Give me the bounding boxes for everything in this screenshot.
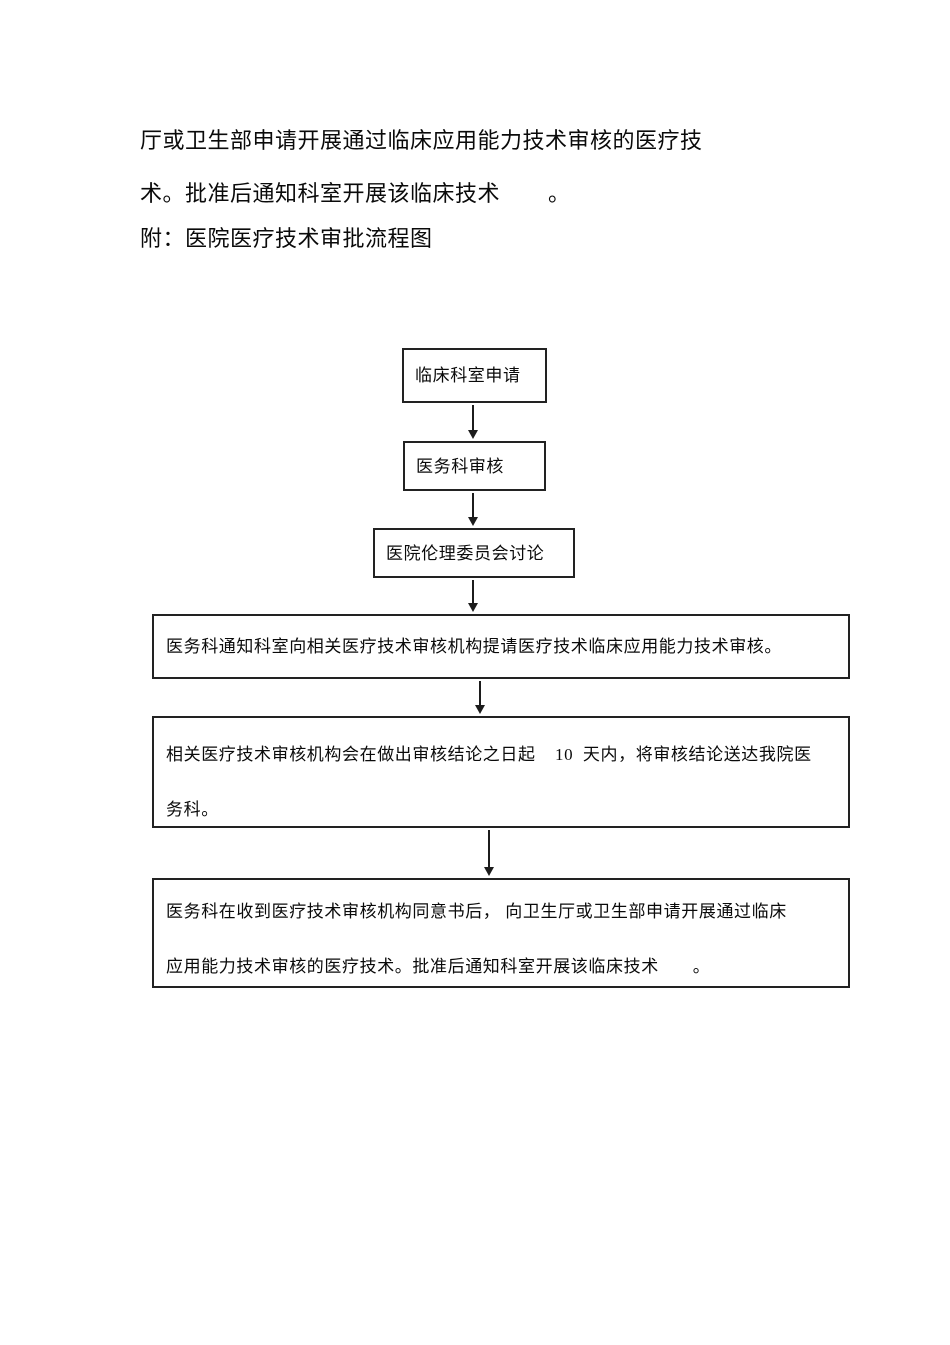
flowchart-box-apply-health-dept: 医务科在收到医疗技术审核机构同意书后， 向卫生厅或卫生部申请开展通过临床 应用能…: [152, 878, 850, 988]
flowchart-box-clinical-dept-apply: 临床科室申请: [402, 348, 547, 403]
arrow-down-icon: [484, 830, 494, 876]
body-text-line: 厅或卫生部申请开展通过临床应用能力技术审核的医疗技: [140, 128, 703, 153]
flowchart-box-review-org-conclusion: 相关医疗技术审核机构会在做出审核结论之日起 10 天内，将审核结论送达我院医 务…: [152, 716, 850, 828]
arrow-down-icon: [468, 405, 478, 439]
flowchart-box-ethics-committee-discussion: 医院伦理委员会讨论: [373, 528, 575, 578]
box-text-line: 医务科在收到医疗技术审核机构同意书后， 向卫生厅或卫生部申请开展通过临床: [166, 902, 787, 921]
attachment-caption: 附：医院医疗技术审批流程图: [140, 226, 433, 251]
arrow-down-icon: [468, 580, 478, 612]
box-text-line: 医院伦理委员会讨论: [386, 543, 545, 563]
flowchart-box-medical-affairs-review: 医务科审核: [403, 441, 546, 491]
box-text-line: 相关医疗技术审核机构会在做出审核结论之日起 10 天内，将审核结论送达我院医: [166, 745, 812, 764]
body-text-line: 术。批准后通知科室开展该临床技术 。: [140, 181, 571, 206]
box-text-line: 应用能力技术审核的医疗技术。批准后通知科室开展该临床技术 。: [166, 957, 711, 976]
box-text-line: 医务科通知科室向相关医疗技术审核机构提请医疗技术临床应用能力技术审核。: [166, 637, 782, 656]
flowchart-box-notify-review-org: 医务科通知科室向相关医疗技术审核机构提请医疗技术临床应用能力技术审核。: [152, 614, 850, 679]
box-text-line: 临床科室申请: [415, 366, 521, 385]
arrow-down-icon: [475, 681, 485, 714]
arrow-down-icon: [468, 493, 478, 526]
box-text-line: 务科。: [166, 800, 219, 819]
box-text-line: 医务科审核: [416, 456, 504, 476]
